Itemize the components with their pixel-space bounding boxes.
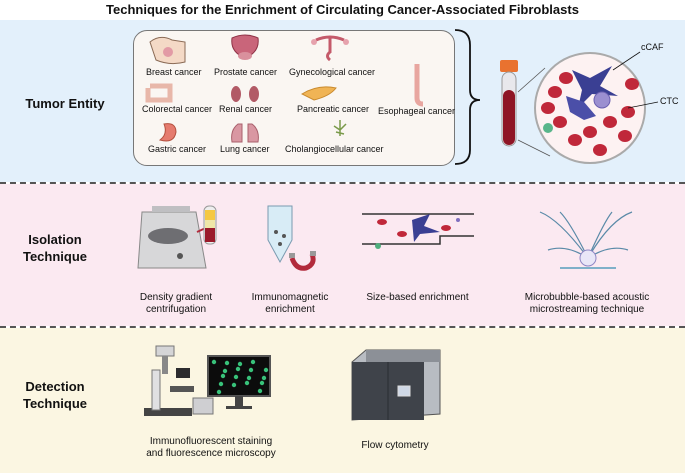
detection-technique-band: [0, 328, 685, 473]
microscope-icon: [144, 345, 194, 416]
ctc-cell-icon: [593, 91, 611, 109]
colon-icon: [145, 83, 173, 103]
isolation-label-line1: Isolation: [28, 232, 82, 247]
fluorescent-cell-icon: [261, 375, 267, 381]
magnetic-tube-icon: [267, 205, 293, 264]
red-blood-cell-icon: [568, 134, 582, 146]
fluorescence-monitor-icon: [207, 355, 271, 409]
detection-caption-microscopy: Immunofluorescent staining and fluoresce…: [136, 436, 286, 460]
uterus-icon: [311, 35, 349, 62]
isolation-technique-label: Isolation Technique: [10, 231, 100, 265]
fluorescent-cell-icon: [244, 380, 250, 386]
organ-label-prostate: Prostate cancer: [214, 67, 278, 77]
fluorescent-cell-icon: [220, 373, 226, 379]
organ-label-esophageal: Esophageal cancer: [378, 106, 456, 116]
fluorescent-cell-icon: [216, 389, 222, 395]
isolation-technique-band: [0, 184, 685, 326]
red-blood-cell-icon: [583, 126, 597, 138]
tumor-entity-box: [133, 30, 455, 166]
organ-label-renal: Renal cancer: [219, 104, 273, 114]
divider-top: [0, 182, 685, 184]
detection-label-line2: Technique: [22, 396, 88, 411]
caption-line: Immunofluorescent staining: [149, 436, 273, 447]
ctc-callout-label: CTC: [660, 96, 679, 106]
organ-label-cholangiocellular: Cholangiocellular cancer: [285, 144, 384, 154]
kidney-icon: [231, 86, 259, 102]
size-based-channel-icon: [362, 213, 474, 249]
organ-label-colorectal: Colorectal cancer: [142, 104, 213, 114]
fluorescent-cell-icon: [257, 388, 263, 394]
fluorescent-cell-icon: [235, 366, 241, 372]
fluorescent-cell-icon: [231, 382, 237, 388]
density-tube-icon: [203, 205, 217, 245]
fluorescent-cell-icon: [248, 367, 254, 373]
divider-bottom: [0, 326, 685, 328]
magnet-icon: [289, 251, 316, 271]
prostate-icon: [231, 34, 259, 60]
fluorescent-cell-icon: [237, 361, 243, 367]
fluorescent-cell-icon: [250, 359, 256, 365]
red-blood-cell-icon: [621, 106, 635, 118]
caption-line: Immunomagnetic: [251, 292, 329, 303]
organ-label-pancreatic: Pancreatic cancer: [297, 104, 370, 114]
caption-line: Microbubble-based acoustic: [524, 292, 650, 303]
red-blood-cell-icon: [603, 116, 617, 128]
fluorescent-cell-icon: [263, 367, 269, 373]
esophagus-icon: [414, 64, 424, 107]
fluorescent-cell-icon: [259, 380, 265, 386]
red-blood-cell-icon: [553, 116, 567, 128]
fluorescent-cell-icon: [222, 368, 228, 374]
caption-line: Flow cytometry: [361, 440, 429, 451]
fluorescent-cell-icon: [233, 374, 239, 380]
red-blood-cell-icon: [541, 102, 555, 114]
white-blood-cell-icon: [543, 123, 553, 133]
isolation-caption-immunomagnetic: Immunomagnetic enrichment: [240, 292, 340, 316]
isolation-caption-microbubble: Microbubble-based acoustic microstreamin…: [512, 292, 662, 316]
fluorescent-cell-icon: [246, 375, 252, 381]
caption-line: Size-based enrichment: [366, 292, 469, 303]
caption-line: and fluorescence microscopy: [146, 448, 276, 459]
figure-title: Techniques for the Enrichment of Circula…: [106, 2, 579, 17]
organ-label-gastric: Gastric cancer: [148, 144, 207, 154]
caption-line: enrichment: [265, 304, 315, 315]
caption-line: centrifugation: [145, 304, 207, 315]
red-blood-cell-icon: [548, 86, 562, 98]
red-blood-cell-icon: [559, 72, 573, 84]
breast-icon: [149, 36, 186, 65]
detection-label-line1: Detection: [25, 379, 85, 394]
ccaf-cell-icon: [566, 66, 618, 120]
organ-label-lung: Lung cancer: [220, 144, 270, 154]
detection-caption-flow: Flow cytometry: [340, 440, 450, 452]
centrifuge-icon: [137, 206, 207, 269]
fluorescent-cell-icon: [224, 360, 230, 366]
tumor-entity-label-text: Tumor Entity: [25, 96, 105, 111]
stomach-icon: [158, 123, 177, 142]
bracket: [454, 29, 481, 165]
tumor-entity-label: Tumor Entity: [10, 95, 120, 112]
detection-technique-label: Detection Technique: [10, 378, 100, 412]
caption-line: microstreaming technique: [529, 304, 645, 315]
red-blood-cell-icon: [593, 144, 607, 156]
pancreas-icon: [300, 86, 337, 101]
red-blood-cell-icon: [618, 130, 632, 142]
isolation-caption-density: Density gradient centrifugation: [126, 292, 226, 316]
blood-tube-icon: [500, 60, 518, 147]
controller-box-icon: [192, 397, 214, 415]
lung-icon: [231, 123, 259, 143]
isolation-caption-size-based: Size-based enrichment: [355, 292, 480, 304]
isolation-label-line2: Technique: [22, 249, 88, 264]
red-blood-cell-icon: [625, 78, 639, 90]
bubble-icon: [579, 249, 597, 267]
organ-label-breast: Breast cancer: [146, 67, 202, 77]
fluorescent-cell-icon: [218, 381, 224, 387]
bile-duct-icon: [333, 120, 347, 136]
fluorescent-cell-icon: [211, 359, 217, 365]
caption-line: Density gradient: [139, 292, 213, 303]
ccaf-callout-label: cCAF: [641, 42, 664, 52]
flow-cytometer-icon: [351, 349, 441, 421]
organ-label-gynecological: Gynecological cancer: [289, 67, 376, 77]
